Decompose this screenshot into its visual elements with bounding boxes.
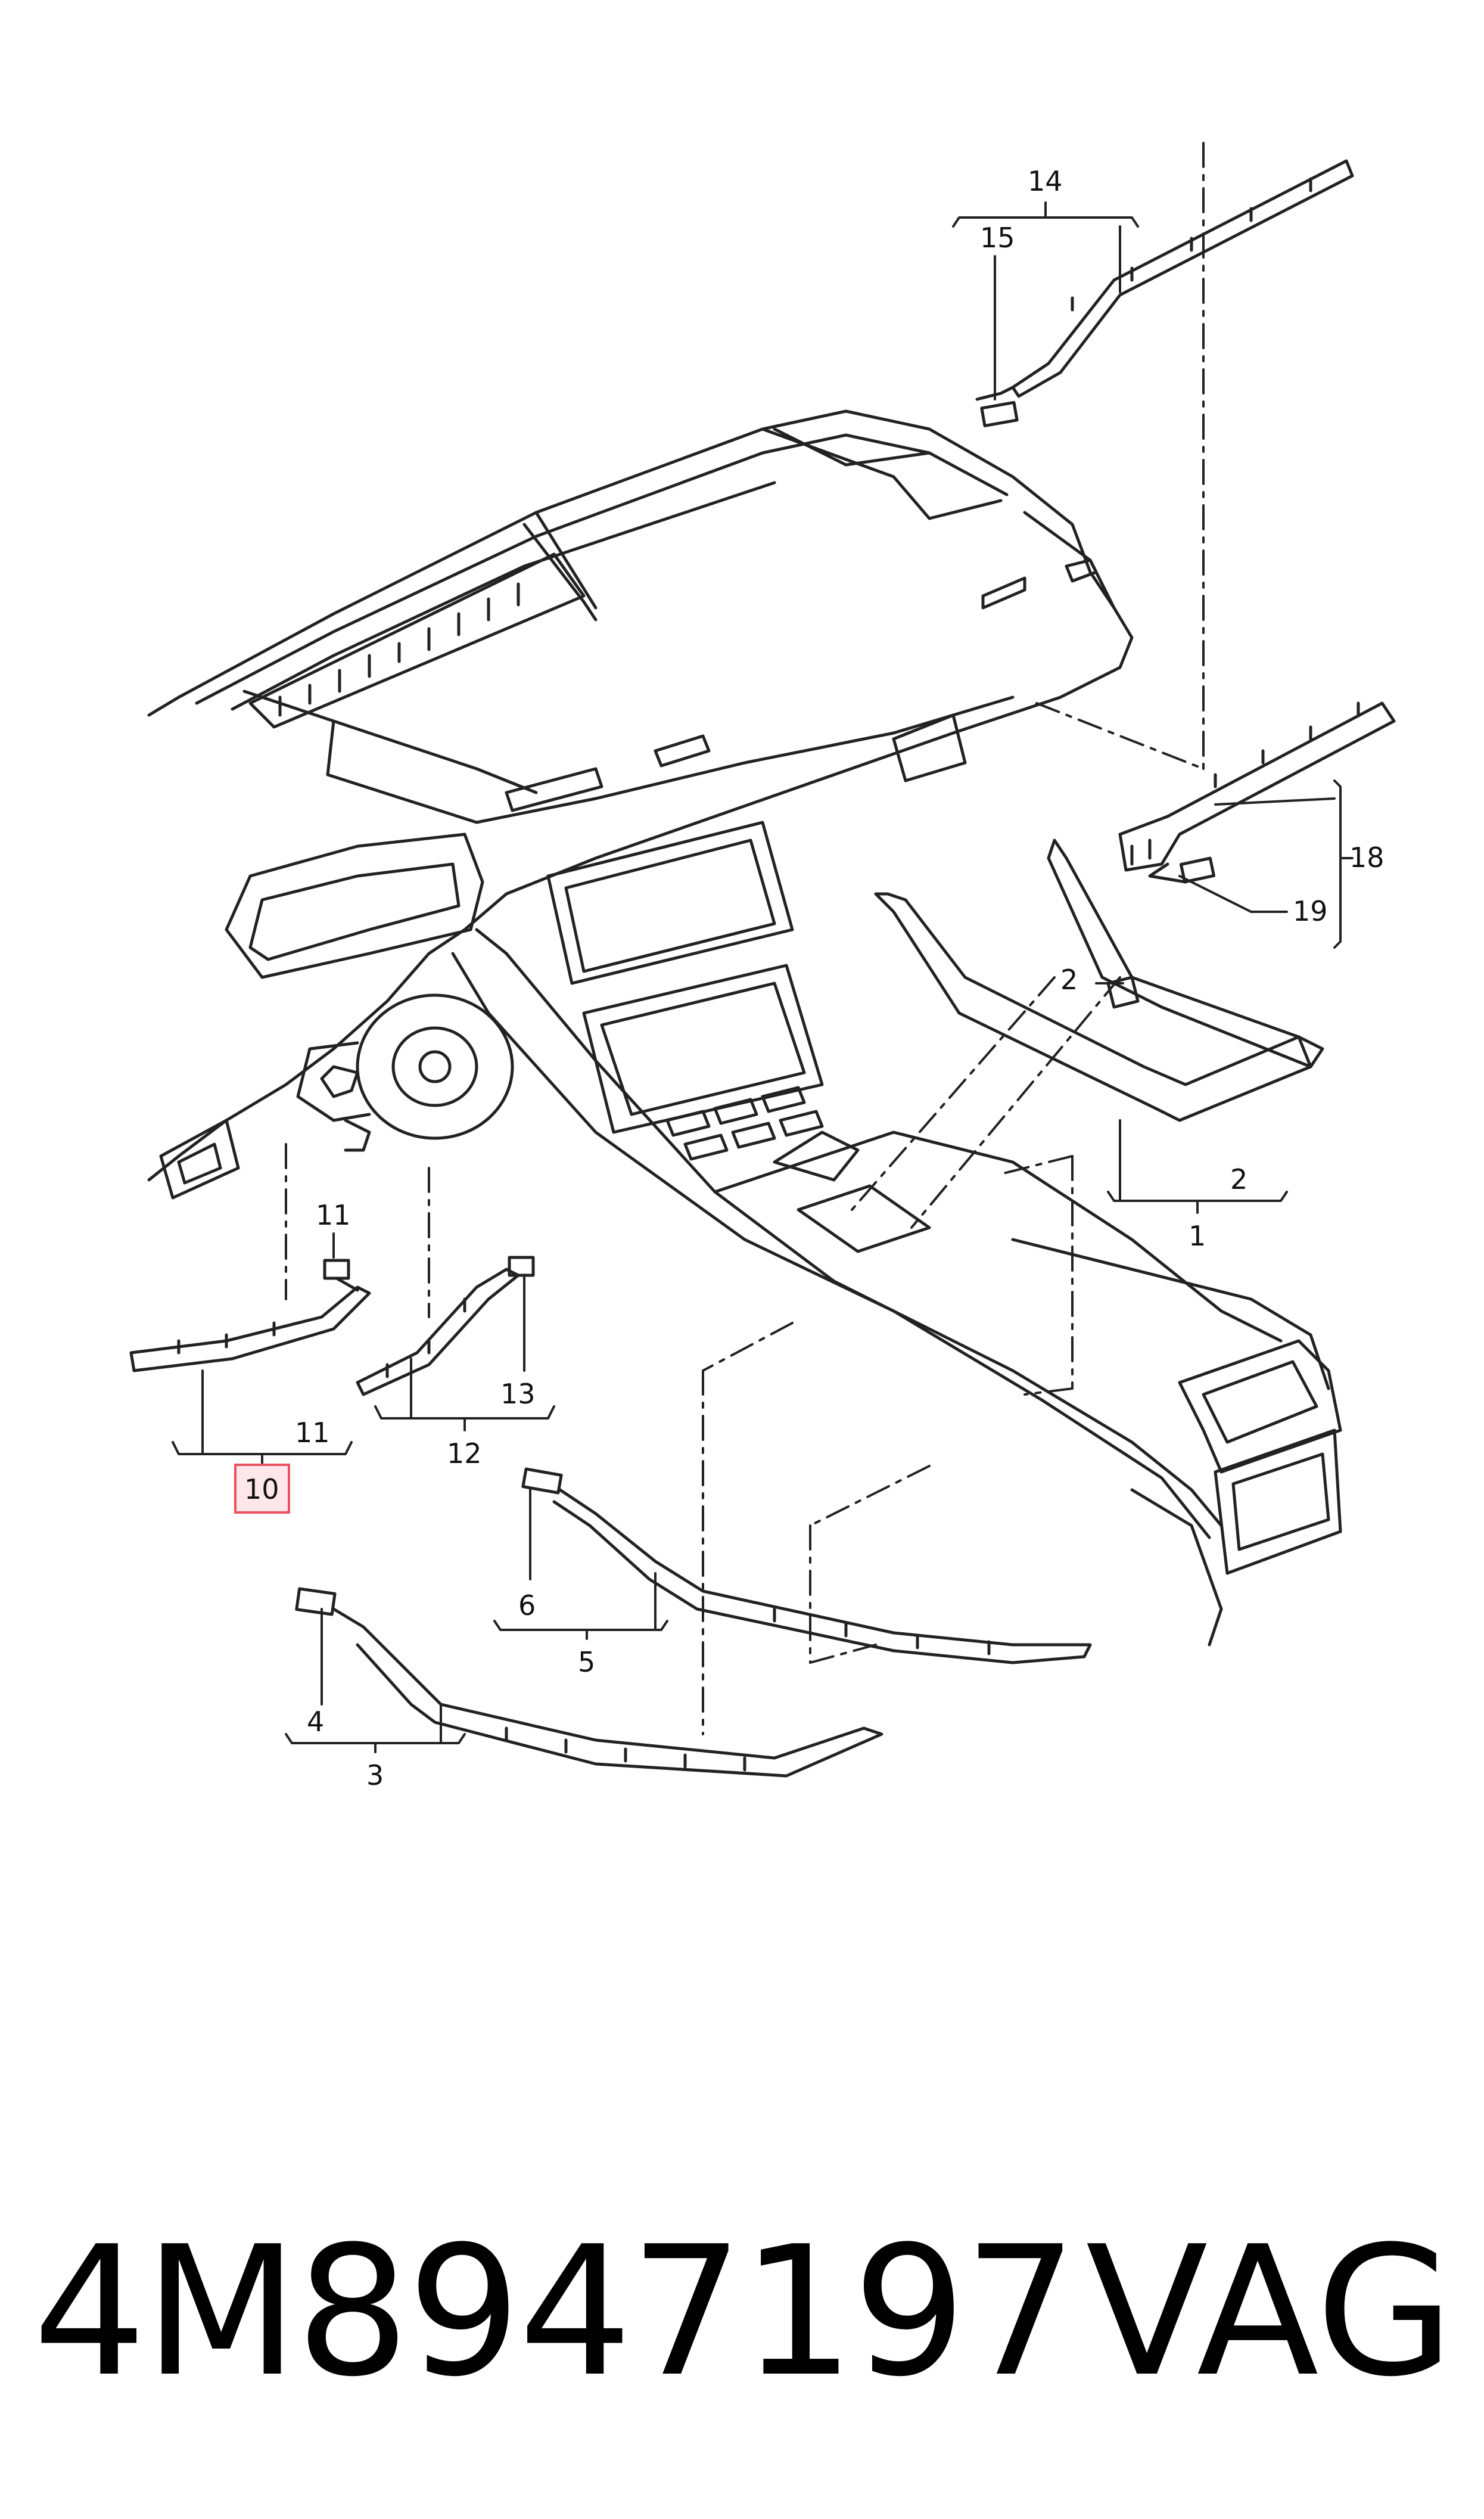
callout-15: 15 xyxy=(980,222,1015,254)
part-5-strip xyxy=(521,1467,1092,1664)
callout-2b: 2 xyxy=(1230,1163,1247,1195)
callout-18: 18 xyxy=(1349,841,1385,874)
callout-10: 10 xyxy=(244,1473,279,1505)
part-3-strip xyxy=(295,1587,883,1778)
dashboard-drawing xyxy=(147,409,1342,1647)
callout-14: 14 xyxy=(1028,165,1063,197)
part-12-strip xyxy=(356,1256,535,1396)
callout-19: 19 xyxy=(1293,895,1328,927)
callout-5: 5 xyxy=(578,1646,595,1678)
callout-6: 6 xyxy=(518,1589,536,1622)
callout-11a: 11 xyxy=(316,1199,351,1231)
part-10-strip xyxy=(129,1259,371,1372)
callout-13: 13 xyxy=(500,1378,536,1410)
part-1-trim xyxy=(874,838,1324,1122)
callout-12: 12 xyxy=(447,1437,482,1470)
brand-label: VAG xyxy=(1085,2208,1454,2416)
highlight-box-10 xyxy=(234,1464,290,1514)
parts-diagram: 14 15 18 19 2 2 1 11 11 10 13 12 6 5 4 3 xyxy=(129,142,1396,1791)
callout-4: 4 xyxy=(307,1706,324,1738)
callout-1: 1 xyxy=(1189,1220,1206,1252)
callout-3: 3 xyxy=(366,1759,384,1791)
reference-lines xyxy=(285,142,1205,1735)
part-14-strip xyxy=(975,159,1354,427)
callout-11b: 11 xyxy=(295,1417,330,1449)
footer: 4M8947197 VAG xyxy=(0,2205,1484,2419)
part-number: 4M8947197 xyxy=(33,2208,1078,2416)
part-18-strip xyxy=(1118,701,1396,884)
callout-leaders xyxy=(172,201,1354,1753)
callout-2a: 2 xyxy=(1060,964,1078,996)
